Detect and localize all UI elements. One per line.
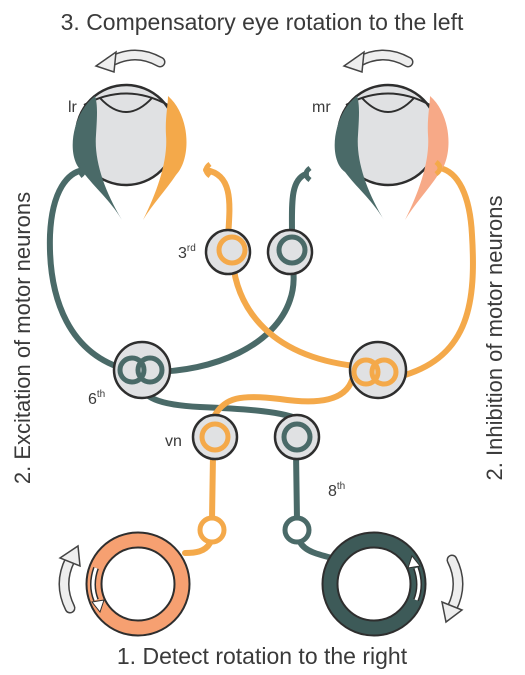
- nucleus-3rd-left: [204, 228, 252, 276]
- label-excitation: 2. Excitation of motor neurons: [10, 192, 35, 484]
- canal-left: [85, 531, 191, 637]
- vestibular-nucleus-right: [273, 413, 321, 461]
- muscle-label-lr: lr: [68, 99, 78, 116]
- label-3rd: 3rd: [178, 243, 196, 262]
- excitatory-pathways: [46, 167, 343, 563]
- label-3rd-base: 3: [178, 245, 187, 262]
- nucleus-6th-left: [112, 340, 172, 400]
- ganglion-left: [197, 515, 227, 545]
- canal-right-rotation-arrow-icon: [440, 554, 464, 624]
- label-6th-base: 6: [88, 391, 97, 408]
- ganglion-right: [282, 515, 312, 545]
- label-3rd-sup: rd: [187, 243, 196, 254]
- canal-left-rotation-arrow-icon: [58, 544, 81, 614]
- nucleus-6th-right: [348, 340, 408, 400]
- canal-right: [321, 531, 427, 637]
- right-eye: [334, 83, 449, 220]
- nucleus-3rd-right: [266, 228, 314, 276]
- left-eye-rotation-arrow-icon: [94, 49, 166, 74]
- label-inhibition: 2. Inhibition of motor neurons: [482, 196, 507, 481]
- inhibitory-pathways: [182, 165, 476, 556]
- label-vn: vn: [165, 433, 182, 450]
- right-eye-rotation-arrow-icon: [342, 49, 414, 74]
- title-bottom: 1. Detect rotation to the right: [117, 643, 408, 669]
- synaptic-terminals: [78, 160, 443, 182]
- label-6th-sup: th: [97, 389, 105, 400]
- title-top: 3. Compensatory eye rotation to the left: [61, 9, 464, 35]
- left-eye: [72, 83, 187, 220]
- label-8th: 8th: [328, 481, 345, 500]
- label-8th-base: 8: [328, 483, 337, 500]
- vestibular-nucleus-left: [191, 413, 239, 461]
- label-8th-sup: th: [337, 481, 345, 492]
- label-6th: 6th: [88, 389, 105, 408]
- muscle-label-mr: mr: [312, 99, 331, 116]
